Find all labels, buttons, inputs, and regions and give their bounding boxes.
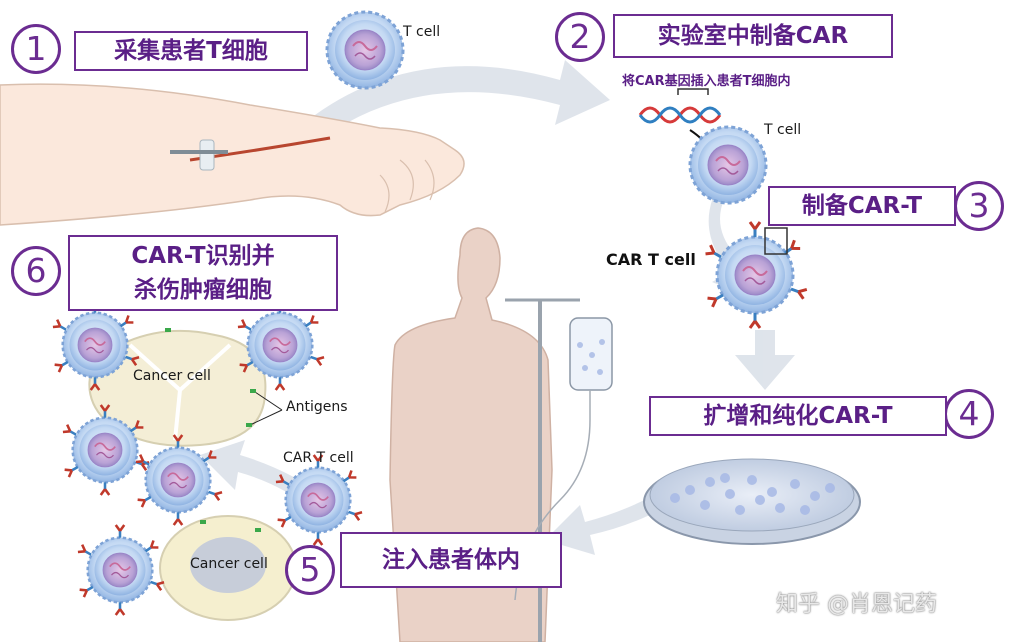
step-number-6: 6 bbox=[11, 246, 61, 296]
step-number-1: 1 bbox=[11, 24, 61, 74]
patient-arm bbox=[0, 83, 465, 226]
antigens-label: Antigens bbox=[286, 399, 348, 415]
cancer-cell-label-1: Cancer cell bbox=[133, 368, 211, 384]
car-t-cell-d bbox=[136, 435, 222, 525]
step-3-title: 制备CAR-T bbox=[768, 186, 956, 226]
step-5-title: 注入患者体内 bbox=[340, 532, 562, 588]
step-6-line-1: CAR-T识别并 bbox=[131, 243, 275, 269]
t-cell-1 bbox=[325, 10, 405, 90]
cancer-cell-label-2: Cancer cell bbox=[190, 556, 268, 572]
car-t-cell-f bbox=[78, 525, 164, 615]
step-number-4: 4 bbox=[944, 389, 994, 439]
t-cell-2 bbox=[688, 125, 768, 205]
step-4-title: 扩增和纯化CAR-T bbox=[649, 396, 947, 436]
car-t-cell-label-2: CAR T cell bbox=[283, 450, 354, 466]
petri-dish bbox=[643, 458, 861, 545]
t-cell-label-1: T cell bbox=[403, 24, 441, 40]
step-number-5: 5 bbox=[285, 545, 335, 595]
antigen-pointers bbox=[249, 391, 283, 426]
cancer-cell-small bbox=[159, 515, 297, 621]
t-cell-label-2: T cell bbox=[764, 122, 802, 138]
step-2-title: 实验室中制备CAR bbox=[613, 14, 893, 58]
step-2-subtitle: 将CAR基因插入患者T细胞内 bbox=[622, 74, 791, 89]
car-t-cell-label-1: CAR T cell bbox=[606, 250, 696, 269]
step-6-title: CAR-T识别并 杀伤肿瘤细胞 bbox=[68, 235, 338, 311]
step-6-line-2: 杀伤肿瘤细胞 bbox=[134, 277, 272, 303]
step-number-3: 3 bbox=[954, 181, 1004, 231]
step-1-title: 采集患者T细胞 bbox=[74, 31, 308, 71]
watermark: 知乎 @肖恩记药 bbox=[776, 592, 937, 617]
step-number-2: 2 bbox=[555, 12, 605, 62]
